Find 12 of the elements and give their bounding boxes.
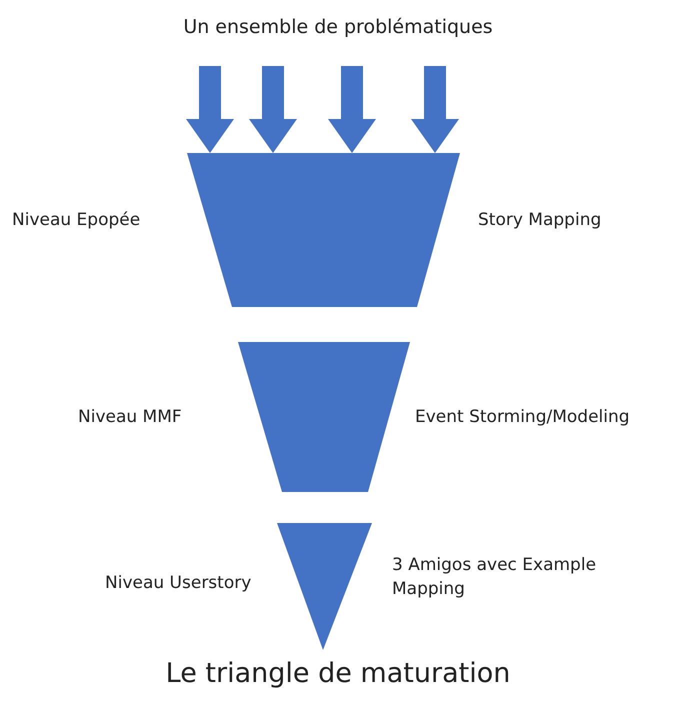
down-arrow [411, 66, 459, 153]
level-label: Niveau Userstory [105, 572, 252, 595]
practice-label: 3 Amigos avec Example Mapping [392, 554, 598, 601]
down-arrow [249, 66, 297, 153]
level-label: Niveau MMF [78, 406, 182, 429]
practice-label: Story Mapping [478, 209, 602, 232]
practice-label: Event Storming/Modeling [415, 406, 630, 429]
level-label: Niveau Epopée [12, 209, 140, 232]
heading-text: Un ensemble de problématiques [183, 16, 493, 38]
down-arrow [186, 66, 234, 153]
down-arrow [328, 66, 376, 153]
caption: Le triangle de maturation [166, 658, 510, 689]
